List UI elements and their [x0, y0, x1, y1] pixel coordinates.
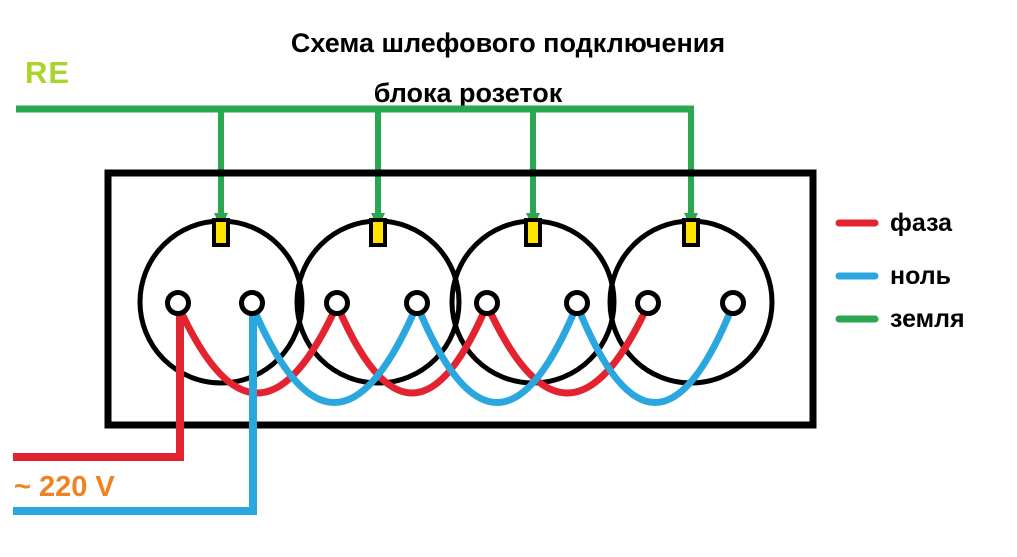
neutral-jumper-wire-2: [413, 303, 581, 406]
socket-1: [137, 218, 305, 386]
neutral-jumper-wire-1: [248, 303, 421, 406]
neutral-wire-group: [13, 303, 737, 515]
socket-hole: [324, 290, 350, 316]
legend-label-neutral: ноль: [890, 261, 951, 290]
phase-wire-group: [13, 303, 652, 461]
phase-jumper-wire-1: [174, 303, 341, 397]
ground-wire-group: [16, 105, 698, 228]
phase-jumper-wire-3: [483, 303, 652, 397]
page-subtitle: блока розеток: [373, 78, 563, 108]
phase-wire-swatch: [835, 219, 879, 227]
legend-label-phase: фаза: [890, 208, 953, 237]
ground-contact-slot: [373, 222, 383, 243]
legend-label-ground: земля: [890, 304, 965, 333]
socket-hole: [165, 290, 191, 316]
voltage-label: ~ 220 V: [14, 471, 115, 503]
socket-hole: [635, 290, 661, 316]
page-title: Схема шлефового подключения: [290, 28, 726, 58]
neutral-wire-swatch: [835, 272, 879, 280]
socket-hole: [720, 290, 746, 316]
ground-wire-swatch: [835, 315, 879, 323]
neutral-jumper-wire-3: [573, 303, 737, 406]
ground-contact-slot: [686, 222, 696, 243]
phase-jumper-wire-2: [333, 303, 491, 397]
socket-block-outline: [104, 169, 817, 429]
socket-hole: [404, 290, 430, 316]
socket-hole: [564, 290, 590, 316]
socket-2: [294, 218, 462, 386]
phase-supply-wire: [13, 305, 184, 461]
neutral-supply-wire: [13, 305, 257, 515]
socket-4: [607, 218, 775, 386]
socket-holes-group: [165, 290, 746, 316]
socket-hole: [474, 290, 500, 316]
socket-hole: [239, 290, 265, 316]
legend-item-ground: земля: [835, 304, 965, 334]
re-ground-label: RE: [25, 55, 71, 90]
ground-contact-slot: [528, 222, 538, 243]
legend-item-phase: фаза: [835, 208, 952, 238]
ground-contact-slot: [216, 222, 226, 243]
legend-item-neutral: ноль: [835, 261, 951, 291]
